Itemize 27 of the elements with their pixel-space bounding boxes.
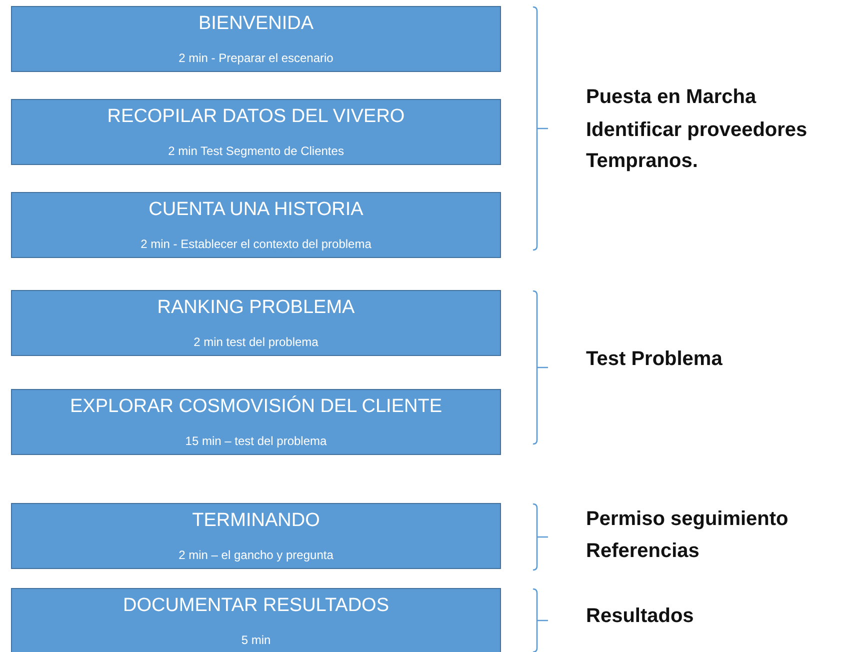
phase-label: Resultados xyxy=(586,604,695,629)
step-box xyxy=(11,290,501,356)
step-box xyxy=(11,99,501,165)
step-box xyxy=(11,192,501,258)
step-duration: 2 min test del problema xyxy=(192,335,320,349)
step-duration: 5 min xyxy=(240,633,272,647)
phase-label: Test Problema xyxy=(586,347,724,372)
step-title: CUENTA UNA HISTORIA xyxy=(148,199,364,221)
step-box xyxy=(11,6,501,72)
step-duration: 2 min - Preparar el escenario xyxy=(178,51,334,65)
step-duration: 15 min – test del problema xyxy=(184,434,328,448)
phase-label: Identificar proveedores Tempranos. xyxy=(586,118,808,174)
step-title: TERMINANDO xyxy=(191,510,321,532)
step-duration: 2 min Test Segmento de Clientes xyxy=(167,144,345,158)
step-title: BIENVENIDA xyxy=(197,13,315,35)
phase-label: Referencias xyxy=(586,539,700,564)
step-box xyxy=(11,389,501,455)
step-title: EXPLORAR COSMOVISIÓN DEL CLIENTE xyxy=(69,396,443,418)
phase-label: Permiso seguimiento xyxy=(586,507,790,532)
step-duration: 2 min - Establecer el contexto del problema xyxy=(140,237,372,251)
phase-label: Puesta en Marcha xyxy=(586,85,758,110)
step-box xyxy=(11,503,501,569)
step-title: RANKING PROBLEMA xyxy=(156,297,356,319)
step-title: DOCUMENTAR RESULTADOS xyxy=(122,595,390,617)
step-duration: 2 min – el gancho y pregunta xyxy=(178,548,334,562)
step-title: RECOPILAR DATOS DEL VIVERO xyxy=(106,106,406,128)
step-box xyxy=(11,588,501,652)
